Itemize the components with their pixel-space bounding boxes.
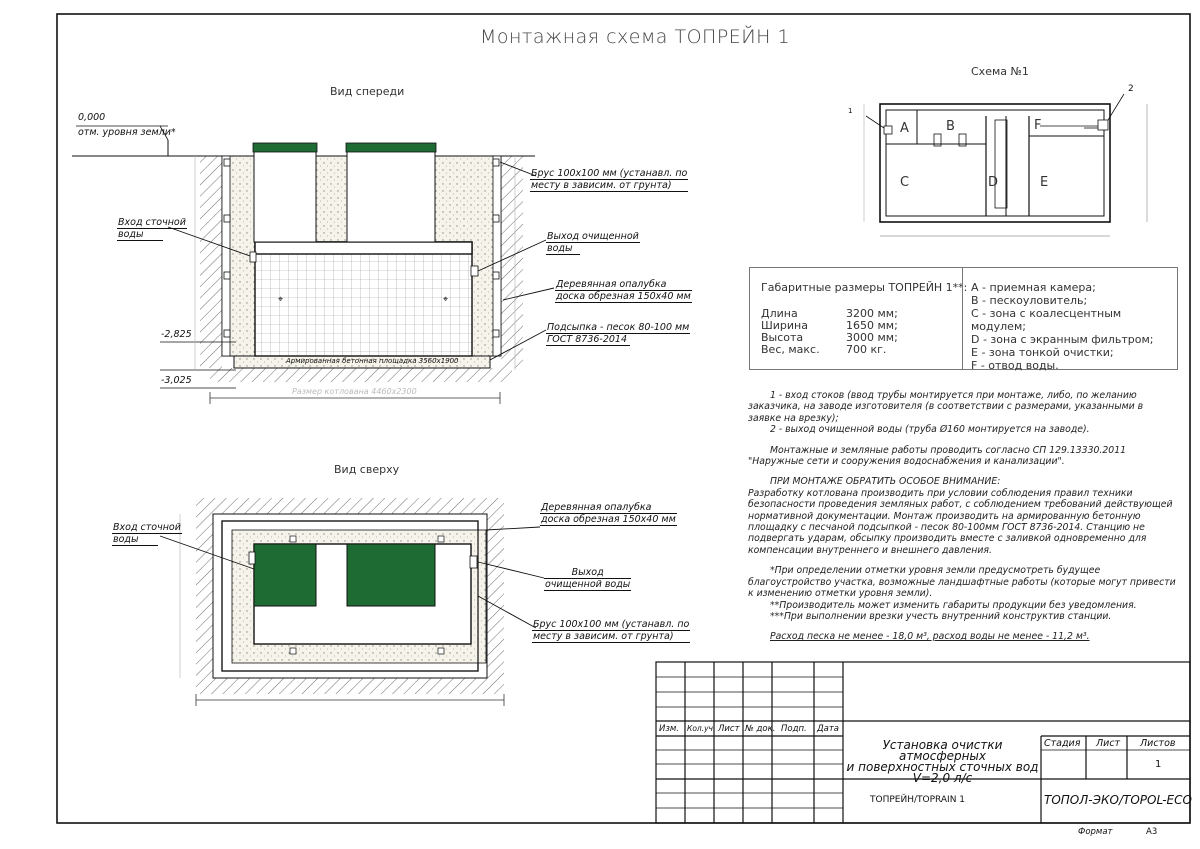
tb-format-label: Формат xyxy=(1078,827,1113,837)
dimensions-header: Габаритные размеры ТОПРЕЙН 1**: xyxy=(761,281,968,294)
scheme-label: Схема №1 xyxy=(971,65,1029,78)
tb-sheets: Листов xyxy=(1140,738,1176,749)
attention-title: ПРИ МОНТАЖЕ ОБРАТИТЬ ОСОБОЕ ВНИМАНИЕ: xyxy=(770,476,1001,488)
legend-item: C - зона с коалесцентным модулем; xyxy=(971,307,1122,333)
tb-col-list: Лист xyxy=(718,724,740,734)
dim-row-value: 3000 мм; xyxy=(846,331,898,344)
note-outlet: 2 - выход очищенной воды (труба Ø160 мон… xyxy=(770,424,1090,436)
top-view-label: Вид сверху xyxy=(334,463,400,476)
note-standard: Монтажные и земляные работы проводить со… xyxy=(748,444,1127,468)
zone-f-label: F xyxy=(1034,118,1042,133)
dim-row-value: 700 кг. xyxy=(846,343,887,356)
note-inlet: 1 - вход стоков (ввод трубы монтируется … xyxy=(748,390,1144,424)
svg-text:⌖: ⌖ xyxy=(443,295,448,305)
installation-notes: 1 - вход стоков (ввод трубы монтируется … xyxy=(748,390,1178,643)
tb-format-value: А3 xyxy=(1146,827,1158,837)
tb-stage: Стадия xyxy=(1044,738,1081,749)
dimensions-table: Габаритные размеры ТОПРЕЙН 1**: Длина 32… xyxy=(749,267,1178,372)
tb-col-podp: Подп. xyxy=(781,724,807,734)
sheet-title: Монтажная схема ТОПРЕЙН 1 xyxy=(479,26,791,48)
ground-level-label: отм. уровня земли* xyxy=(78,127,176,138)
tb-sheet: Лист xyxy=(1096,738,1121,749)
scheme-marker-2: 2 xyxy=(1128,84,1134,94)
zone-b-label: B xyxy=(946,119,955,134)
note-consumption: Расход песка не менее - 18,0 м³, расход … xyxy=(770,631,1090,643)
note-star-3: ***При выполнении врезки учесть внутренн… xyxy=(770,610,1112,622)
legend-item: D - зона с экранным фильтром; xyxy=(971,333,1154,346)
scheme-marker-1: 1 xyxy=(848,107,853,115)
title-block-grid xyxy=(655,661,1191,824)
dim-row-value: 1650 мм; xyxy=(846,319,898,332)
legend-item: F - отвод воды. xyxy=(971,359,1059,372)
top-lid-1 xyxy=(253,543,317,607)
tb-sheets-value: 1 xyxy=(1155,759,1162,770)
tb-drawing-name: Установка очистки атмосферных и поверхно… xyxy=(846,738,1039,785)
dim-row-name: Вес, макс. xyxy=(761,343,820,356)
dim-row-name: Ширина xyxy=(761,319,808,332)
note-star-1: *При определении отметки уровня земли пр… xyxy=(748,565,1176,600)
tb-col-izm: Изм. xyxy=(659,724,679,734)
legend-item: E - зона тонкой очистки; xyxy=(971,346,1114,359)
zone-legend: А - приемная камера; B - пескоуловитель;… xyxy=(971,281,1177,372)
station-body xyxy=(254,241,473,357)
front-view-drawing: ⌖ ⌖ xyxy=(72,125,555,404)
dim-row-value: 3200 мм; xyxy=(846,307,898,320)
tb-product: ТОПРЕЙН/TOPRAIN 1 xyxy=(870,795,966,805)
pit-size-label: Размер котлована 4460х2300 xyxy=(292,387,417,396)
note-star-2: **Производитель может изменить габариты … xyxy=(770,599,1137,611)
zone-c-label: C xyxy=(900,175,910,190)
zone-e-label: E xyxy=(1040,175,1049,190)
attention-text: Разработку котлована производить при усл… xyxy=(748,487,1173,556)
zone-d-label: D xyxy=(988,175,999,190)
sheet-frame xyxy=(56,13,1191,824)
tb-col-date: Дата xyxy=(817,724,840,734)
tb-company: ТОПОЛ-ЭКО/TOPOL-ECO xyxy=(1044,793,1192,807)
level-mark-1: -2,825 xyxy=(161,329,192,340)
scheme-drawing xyxy=(863,93,1148,237)
tb-col-doc: № док. xyxy=(745,724,776,734)
lid-1 xyxy=(252,142,318,153)
ground-level-value: 0,000 xyxy=(78,112,106,123)
legend-item: А - приемная камера; xyxy=(971,281,1096,294)
svg-text:⌖: ⌖ xyxy=(278,295,283,305)
dim-row-name: Высота xyxy=(761,331,804,344)
top-view-drawing xyxy=(159,498,545,706)
dim-row-name: Длина xyxy=(761,307,798,320)
tb-col-kol: Кол.уч. xyxy=(687,724,716,733)
level-mark-2: -3,025 xyxy=(161,375,192,386)
front-view-label: Вид спереди xyxy=(330,85,405,98)
lid-2 xyxy=(345,142,437,153)
legend-item: B - пескоуловитель; xyxy=(971,294,1088,307)
zone-a-label: A xyxy=(900,121,909,136)
slab-label: Армированная бетонная площадка 3560х1900 xyxy=(286,357,459,365)
top-lid-2 xyxy=(346,543,436,607)
